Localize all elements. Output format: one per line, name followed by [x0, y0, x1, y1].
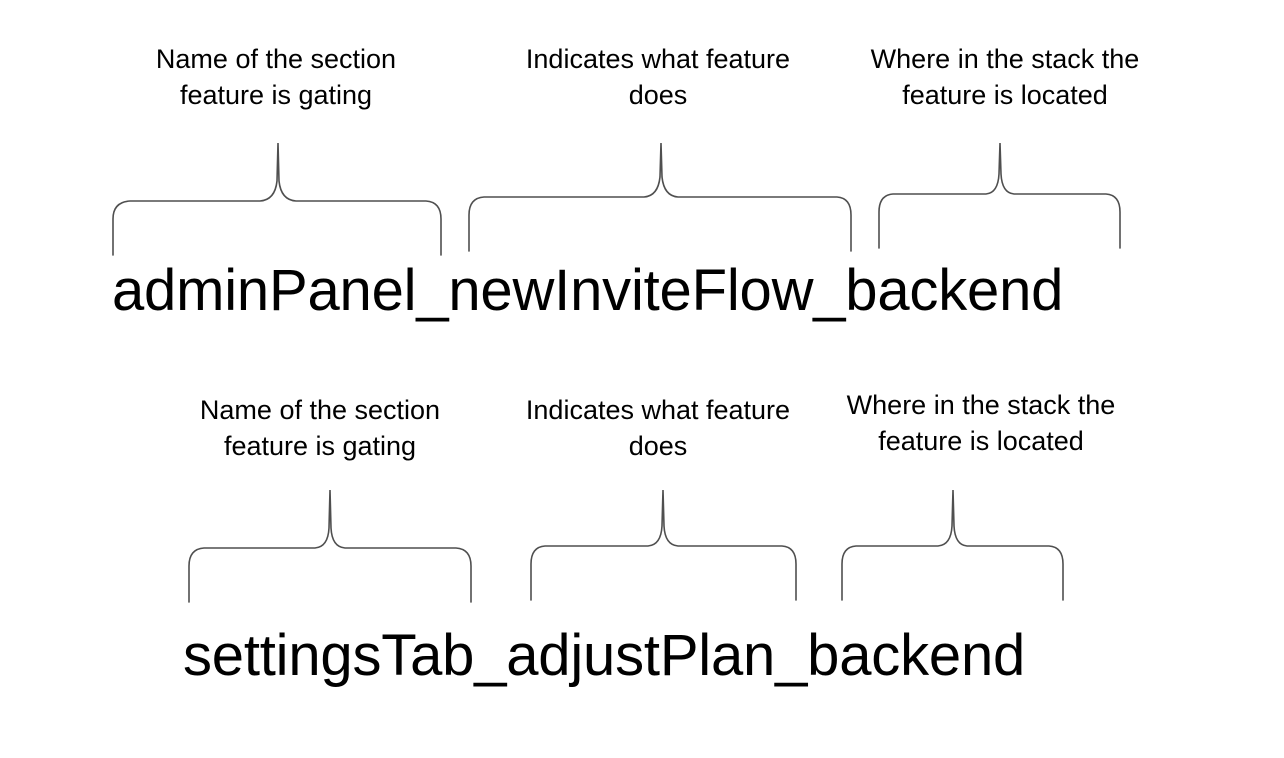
curly-brace-up-icon-stack-2 [841, 489, 1064, 601]
annotation-label-stack-2: Where in the stack the feature is locate… [846, 390, 1116, 456]
annotation-label-behavior-1: Indicates what feature does [525, 44, 791, 110]
feature-flag-token-1: adminPanel_newInviteFlow_backend [112, 258, 1064, 323]
curly-brace-up-icon-section-2 [188, 489, 472, 603]
annotation-label-stack-1: Where in the stack the feature is locate… [870, 44, 1140, 110]
curly-brace-up-icon-stack-1 [878, 142, 1121, 249]
curly-brace-up-icon-behavior-2 [530, 489, 797, 601]
curly-brace-up-icon-behavior-1 [468, 142, 852, 252]
annotation-label-section-1: Name of the section feature is gating [155, 44, 397, 110]
annotation-label-behavior-2: Indicates what feature does [525, 395, 791, 461]
curly-brace-up-icon-section-1 [112, 142, 442, 256]
annotation-label-section-2: Name of the section feature is gating [199, 395, 441, 461]
feature-flag-token-2: settingsTab_adjustPlan_backend [183, 623, 1026, 688]
